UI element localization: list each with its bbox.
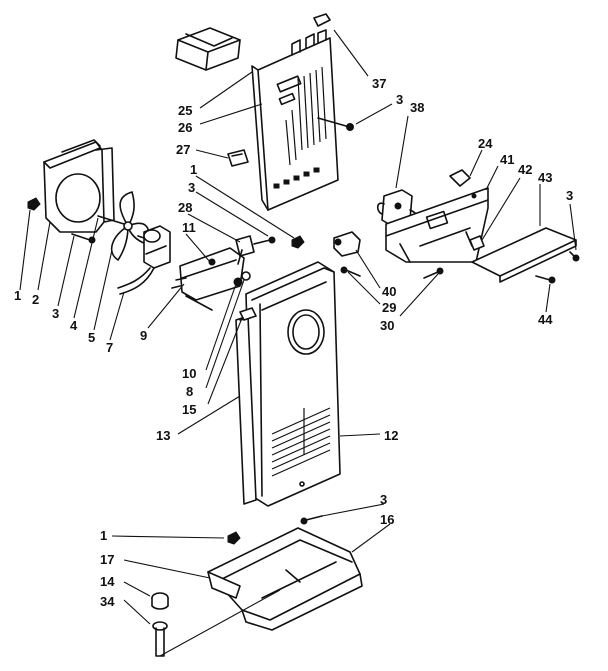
- part-labels: 37 3 38 25 26 27 24 41 42 43 3 1 3 28 11…: [14, 76, 573, 609]
- label-26: 26: [178, 120, 192, 135]
- label-1b: 1: [14, 288, 21, 303]
- part-37-clip: [313, 13, 331, 27]
- label-1c: 1: [100, 528, 107, 543]
- part-43-cover-plate: [471, 227, 577, 283]
- label-24: 24: [478, 136, 493, 151]
- part-3-screw-center: [253, 236, 276, 245]
- label-28: 28: [178, 200, 192, 215]
- label-1a: 1: [190, 162, 197, 177]
- part-11-motor-bracket: [171, 247, 245, 311]
- part-5-fan-blade: [97, 191, 150, 261]
- label-3b: 3: [566, 188, 573, 203]
- label-25: 25: [178, 103, 192, 118]
- part-42-clip: [469, 235, 485, 251]
- leader-lines: [19, 29, 577, 657]
- part-27-clip: [227, 149, 249, 167]
- part-25-cover: [175, 27, 241, 71]
- label-12: 12: [384, 428, 398, 443]
- label-16: 16: [380, 512, 394, 527]
- part-3-screw-right: [569, 251, 580, 262]
- label-8: 8: [186, 384, 193, 399]
- part-17-base-leg: [207, 571, 241, 599]
- label-10: 10: [182, 366, 196, 381]
- label-34: 34: [100, 594, 115, 609]
- part-3-screw-bottom: [300, 515, 323, 525]
- label-7: 7: [106, 340, 113, 355]
- label-43: 43: [538, 170, 552, 185]
- part-16-base-stand: [207, 527, 363, 631]
- part-24-knob: [449, 169, 471, 187]
- part-1-nut-bottom: [227, 531, 241, 545]
- part-1-nut-center: [291, 235, 305, 249]
- label-37: 37: [372, 76, 386, 91]
- label-40: 40: [382, 284, 396, 299]
- part-28-switch: [235, 235, 255, 265]
- label-5: 5: [88, 330, 95, 345]
- label-15: 15: [182, 402, 196, 417]
- label-30: 30: [380, 318, 394, 333]
- label-2: 2: [32, 292, 39, 307]
- part-1-nut-left: [27, 197, 41, 211]
- label-3c: 3: [188, 180, 195, 195]
- part-3-screw-left: [71, 233, 96, 244]
- part-7-fan-motor: [117, 225, 171, 295]
- label-44: 44: [538, 312, 553, 327]
- part-30-screw: [423, 267, 444, 279]
- label-17: 17: [100, 552, 114, 567]
- part-26-rear-panel: [251, 29, 339, 211]
- label-13: 13: [156, 428, 170, 443]
- label-42: 42: [518, 162, 532, 177]
- part-14-cap: [151, 592, 169, 610]
- part-3-screw-a: [317, 117, 354, 131]
- part-40-thermostat: [333, 231, 361, 257]
- label-9: 9: [140, 328, 147, 343]
- label-29: 29: [382, 300, 396, 315]
- part-44-screw: [535, 275, 556, 284]
- label-11: 11: [182, 220, 196, 235]
- label-41: 41: [500, 152, 514, 167]
- label-14: 14: [100, 574, 115, 589]
- label-38: 38: [410, 100, 424, 115]
- part-15-trim-clip: [239, 307, 257, 321]
- part-8-grommet: [241, 271, 251, 281]
- label-3d: 3: [52, 306, 59, 321]
- part-29-screw: [340, 266, 361, 277]
- label-3e: 3: [380, 492, 387, 507]
- label-4: 4: [70, 318, 78, 333]
- label-3a: 3: [396, 92, 403, 107]
- part-2-fan-shroud: [43, 139, 115, 233]
- part-12-front-cabinet: [245, 261, 341, 507]
- label-27: 27: [176, 142, 190, 157]
- part-34-bolt: [152, 621, 168, 657]
